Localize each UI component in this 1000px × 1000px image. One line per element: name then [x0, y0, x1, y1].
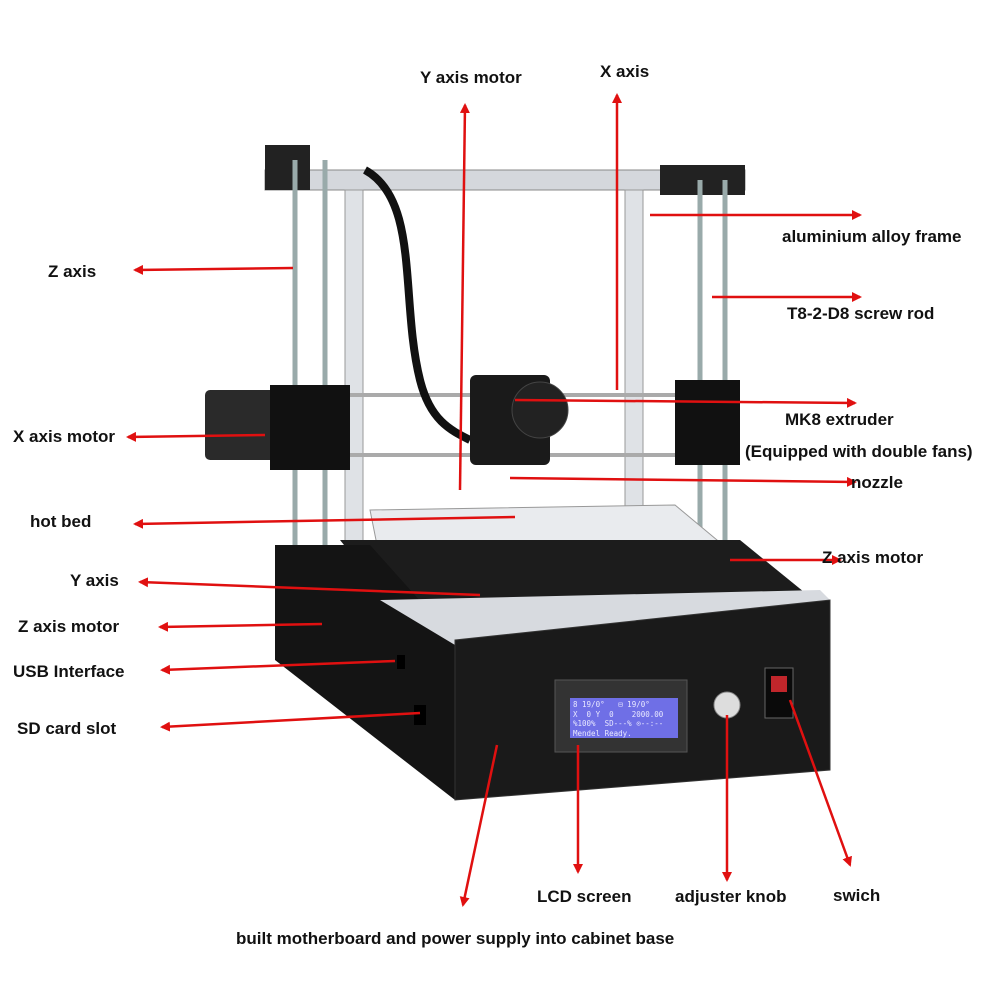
- label-x-axis-motor: X axis motor: [13, 427, 116, 446]
- sd-card-slot: [414, 705, 426, 725]
- adjuster-knob[interactable]: [713, 691, 741, 719]
- aluminium-frame: [264, 145, 746, 561]
- switch-rocker: [771, 676, 787, 692]
- label-lcd-screen: LCD screen: [537, 887, 632, 906]
- label-sd-card: SD card slot: [17, 719, 117, 738]
- x-carriage-right: [675, 380, 740, 465]
- lcd-line: 8 19/0° ⊟ 19/0°: [573, 700, 650, 709]
- callout-arrows: [126, 93, 862, 907]
- x-carriage-left: [270, 385, 350, 470]
- arrow-y-axis: [138, 577, 481, 597]
- fan: [511, 381, 569, 439]
- arrow-hot-bed: [133, 515, 516, 529]
- lcd-line: X 0 Y 0 2000.00: [573, 709, 664, 719]
- label-y-axis-motor: Y axis motor: [420, 68, 522, 87]
- arrow-cabinet: [459, 744, 499, 907]
- label-z-axis-motor-left: Z axis motor: [18, 617, 120, 636]
- usb-port: [397, 655, 405, 669]
- arrow-extruder: [514, 397, 857, 408]
- arrow-sd: [160, 711, 421, 732]
- arrow-switch: [788, 699, 852, 867]
- label-aluminium-frame: aluminium alloy frame: [782, 227, 962, 246]
- lcd-line: Mendel Ready.: [573, 728, 632, 738]
- cabinet-top-rim: [380, 590, 830, 645]
- filament-cable: [362, 166, 472, 444]
- label-hot-bed: hot bed: [30, 512, 92, 531]
- label-usb: USB Interface: [13, 662, 125, 681]
- arrow-z-motor-left: [158, 621, 323, 632]
- arrow-y-axis-motor: [458, 103, 470, 491]
- label-screw-rod: T8-2-D8 screw rod: [787, 304, 935, 323]
- label-y-axis: Y axis: [70, 571, 119, 590]
- label-z-axis-motor-right: Z axis motor: [822, 548, 924, 567]
- label-knob: adjuster knob: [675, 887, 787, 906]
- lcd-line: %100% SD---% ⊙--:--: [573, 719, 664, 728]
- label-switch: swich: [833, 886, 881, 905]
- label-cabinet: built motherboard and power supply into …: [236, 929, 675, 948]
- label-extruder-note: (Equipped with double fans): [745, 442, 973, 461]
- arrow-nozzle: [509, 476, 857, 487]
- power-switch[interactable]: [764, 667, 794, 719]
- label-nozzle: nozzle: [851, 473, 903, 492]
- x-axis-motor: [205, 390, 275, 460]
- lcd-screen: 8 19/0° ⊟ 19/0°X 0 Y 0 2000.00%100% SD--…: [570, 698, 678, 738]
- label-x-axis: X axis: [600, 62, 650, 81]
- z-screw-rods: [292, 160, 728, 560]
- label-z-axis: Z axis: [48, 262, 97, 281]
- arrow-z-axis: [133, 264, 294, 275]
- label-extruder: MK8 extruder: [785, 410, 894, 429]
- arrow-x-axis-motor: [126, 431, 266, 442]
- arrow-usb: [160, 659, 396, 675]
